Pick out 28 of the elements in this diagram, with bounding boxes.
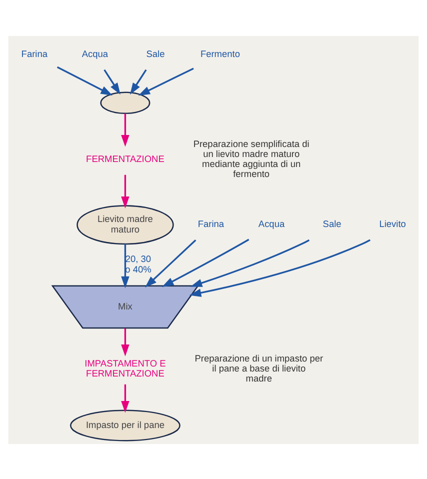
arrow [121, 113, 130, 146]
arrow [189, 238, 370, 296]
node-text: Fermento [200, 48, 240, 58]
arrow [121, 384, 130, 412]
arrow [145, 238, 196, 288]
node-ellipse: Impasto per il pane [70, 409, 180, 441]
node-text: Farina [21, 48, 48, 58]
arrow [130, 68, 147, 94]
arrow [104, 68, 120, 94]
node-text: Sale [322, 218, 342, 229]
node-text: Lievito [379, 218, 406, 229]
node-text: IMPASTAMENTO E FERMENTAZIONE [84, 358, 166, 378]
node-text: FERMENTAZIONE [86, 153, 164, 164]
label: Preparazione di un impasto per il pane a base di lievito madre [194, 352, 324, 384]
arrow [121, 243, 130, 288]
arrow [138, 67, 194, 96]
node-ellipse: Lievito madre maturo [76, 204, 174, 244]
arrow [56, 66, 113, 95]
node-text: Sale [146, 48, 165, 58]
arrow [121, 328, 130, 356]
arrow [121, 174, 130, 208]
arrow [190, 238, 310, 286]
arrow [162, 238, 250, 287]
node-text: Farina [198, 218, 224, 229]
label: Preparazione semplificata di un lievito madre maturo mediante aggiunta di un fermento [193, 138, 310, 179]
node-text: Acqua [258, 218, 285, 229]
node-text: Acqua [82, 48, 108, 58]
node-ellipse [100, 91, 150, 114]
